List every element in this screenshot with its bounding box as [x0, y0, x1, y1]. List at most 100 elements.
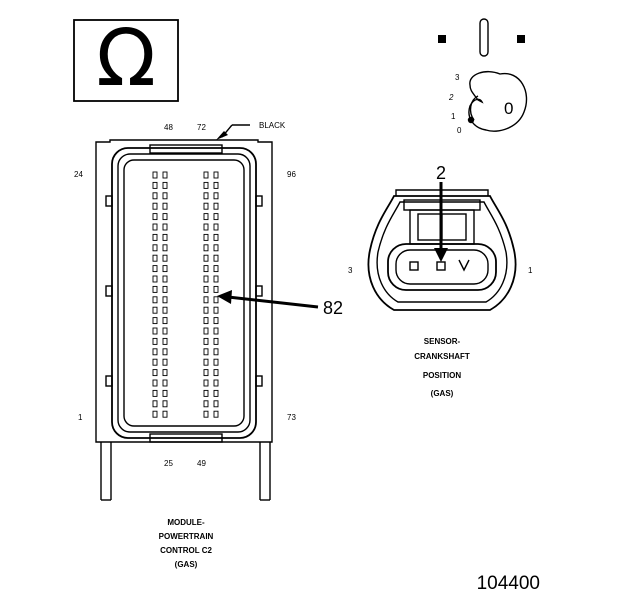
pin-cavity [203, 275, 209, 283]
pin-cavity [213, 410, 219, 418]
pin-cavity [213, 379, 219, 387]
pin-cavity [213, 348, 219, 356]
pin-cavity [162, 275, 168, 283]
pin-cavity [162, 213, 168, 221]
pcm-connector: BLACK 48 72 24 96 1 73 25 49 82 MODULE- … [74, 121, 343, 569]
pin-cavity [162, 389, 168, 397]
sensor-pin-2-cavity [436, 261, 446, 271]
pin-cavity [203, 306, 209, 314]
pin-cavity [162, 358, 168, 366]
pin-cavity [203, 348, 209, 356]
dial-position-1: 1 [451, 112, 456, 121]
pin-cavity [162, 379, 168, 387]
pin-cavity [203, 265, 209, 273]
pin-cavity [162, 244, 168, 252]
pin-cavity [162, 306, 168, 314]
pin-cavity [213, 337, 219, 345]
pin-cavity [162, 369, 168, 377]
pin-cavity [162, 296, 168, 304]
pin-cavity [162, 348, 168, 356]
pin-cavity [152, 213, 158, 221]
ohm-icon: Ω [96, 14, 156, 104]
pin-cavity [152, 171, 158, 179]
pin-cavity [162, 317, 168, 325]
crankshaft-sensor-connector: 2 3 1 SENSOR- CRANKSHAFT POSITION (GAS) [348, 163, 533, 398]
pin-cavity [152, 400, 158, 408]
pin-cavity [152, 244, 158, 252]
pin-cavity [152, 296, 158, 304]
pin-cavity [162, 254, 168, 262]
pin-cavity [162, 265, 168, 273]
dial-pointer-icon [467, 116, 475, 124]
pin-cavity [203, 181, 209, 189]
pin-cavity [152, 348, 158, 356]
pin-cavity [162, 181, 168, 189]
pin-cavity [203, 358, 209, 366]
pin-cavity [213, 233, 219, 241]
test-pin-number-82: 82 [323, 298, 343, 318]
arrow-head-2-icon [434, 248, 448, 262]
pin-cavity [203, 369, 209, 377]
pin-cavity [152, 265, 158, 273]
dial-knob-icon [468, 70, 528, 132]
pin-cavity [162, 410, 168, 418]
pin-cavity [203, 254, 209, 262]
dial-position-3: 3 [455, 73, 460, 82]
pin-cavity [213, 275, 219, 283]
pin-cavity [213, 192, 219, 200]
sensor-name-line-3: POSITION [423, 371, 461, 380]
pin-cavity [213, 369, 219, 377]
ohmmeter-symbol-box: Ω [73, 14, 179, 104]
pin-cavity [203, 337, 209, 345]
pin-cavity [213, 202, 219, 210]
dial-setting-value: 0 [504, 99, 513, 118]
pin-cavity [213, 213, 219, 221]
pin-cavity [213, 223, 219, 231]
pin-cavity [203, 379, 209, 387]
pin-cavity [152, 192, 158, 200]
pin-cavity [203, 410, 209, 418]
pin-cavity [213, 254, 219, 262]
pin-cavity [152, 327, 158, 335]
pin-cavity [152, 389, 158, 397]
pin-cavity [152, 285, 158, 293]
pcm-pin-cavities [152, 171, 219, 418]
pin-cavity [213, 296, 219, 304]
pin-label-96: 96 [287, 170, 296, 179]
pin-label-24: 24 [74, 170, 83, 179]
pin-cavity [152, 379, 158, 387]
pin-label-49: 49 [197, 459, 206, 468]
pin-label-73: 73 [287, 413, 296, 422]
pin-cavity [203, 327, 209, 335]
pin-cavity [213, 244, 219, 252]
pin-cavity [152, 254, 158, 262]
connector-color-label: BLACK [259, 121, 286, 130]
pin-cavity [152, 233, 158, 241]
dial-switch-icon [479, 18, 489, 57]
pin-cavity [213, 181, 219, 189]
pin-label-48: 48 [164, 123, 173, 132]
pin-cavity [162, 223, 168, 231]
pin-cavity [152, 223, 158, 231]
pin-label-25: 25 [164, 459, 173, 468]
pin-cavity [213, 358, 219, 366]
arrow-head-82-icon [217, 290, 232, 304]
dial-indicator-left-icon [438, 35, 446, 43]
pin-cavity [213, 306, 219, 314]
module-name-line-1: MODULE- [167, 518, 205, 527]
pin-cavity [213, 171, 219, 179]
pin-cavity [203, 213, 209, 221]
pin-cavity [162, 202, 168, 210]
pin-cavity [152, 369, 158, 377]
sensor-pin-3-cavity [409, 261, 419, 271]
pin-cavity [152, 306, 158, 314]
pin-label-72: 72 [197, 123, 206, 132]
sensor-name-line-2: CRANKSHAFT [414, 352, 470, 361]
figure-number: 104400 [477, 573, 540, 594]
pin-cavity [213, 317, 219, 325]
pin-cavity [203, 400, 209, 408]
pin-cavity [213, 327, 219, 335]
pin-cavity [162, 233, 168, 241]
module-name-line-2: POWERTRAIN [159, 532, 214, 541]
